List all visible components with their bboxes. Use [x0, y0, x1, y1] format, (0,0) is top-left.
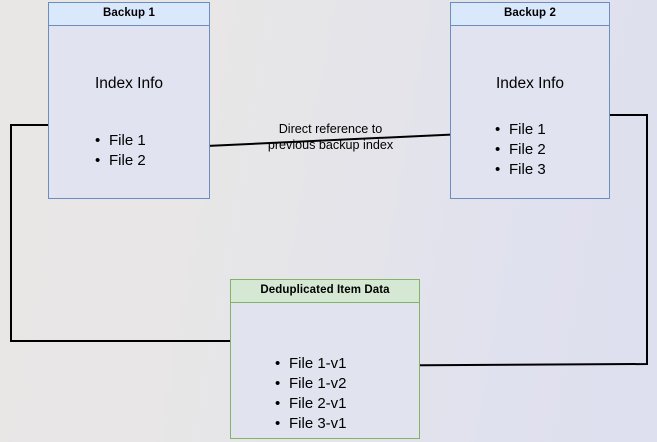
list-item-label: File 1-v1 — [289, 355, 347, 372]
list-item-label: File 2 — [109, 152, 146, 169]
list-item: • File 3 — [495, 160, 546, 180]
node-backup-2-header: Backup 2 — [451, 3, 609, 26]
list-item: • File 1 — [95, 131, 146, 151]
list-item-label: File 3-v1 — [289, 415, 347, 432]
bullet-icon: • — [95, 132, 101, 149]
backup-1-file-list: • File 1 • File 2 — [95, 131, 146, 171]
node-backup-2[interactable]: Backup 2 Index Info • File 1 • File 2 • Fil… — [450, 2, 610, 199]
bullet-icon: • — [495, 141, 501, 158]
list-item: • File 1-v1 — [275, 354, 347, 374]
node-deduplicated-item-data[interactable]: Deduplicated Item Data • File 1-v1 • File … — [230, 279, 420, 439]
list-item-label: File 2 — [509, 141, 546, 158]
list-item-label: File 1 — [109, 132, 146, 149]
node-backup-1-header: Backup 1 — [49, 3, 209, 26]
bullet-icon: • — [95, 152, 101, 169]
list-item-label: File 1 — [509, 121, 546, 138]
bullet-icon: • — [275, 375, 281, 392]
bullet-icon: • — [495, 161, 501, 178]
node-backup-1[interactable]: Backup 1 Index Info • File 1 • File 2 — [48, 2, 210, 199]
list-item: • File 2 — [95, 151, 146, 171]
list-item: • File 1 — [495, 120, 546, 140]
list-item: • File 2 — [495, 140, 546, 160]
backup-2-file-list: • File 1 • File 2 • File 3 — [495, 120, 546, 180]
edge-label-direct-reference: Direct reference to previous backup inde… — [267, 122, 394, 152]
backup-2-index-info-label: Index Info — [495, 75, 565, 92]
list-item: • File 2-v1 — [275, 394, 347, 414]
list-item: • File 1-v2 — [275, 374, 347, 394]
backup-1-index-info-label: Index Info — [94, 75, 164, 92]
bullet-icon: • — [275, 395, 281, 412]
bullet-icon: • — [495, 121, 501, 138]
list-item-label: File 3 — [509, 161, 546, 178]
node-backup-2-body: Index Info • File 1 • File 2 • File 3 — [451, 26, 609, 198]
list-item-label: File 1-v2 — [289, 375, 347, 392]
node-backup-1-body: Index Info • File 1 • File 2 — [49, 26, 209, 198]
dedup-file-list: • File 1-v1 • File 1-v2 • File 2-v1 • File 3… — [275, 354, 347, 434]
bullet-icon: • — [275, 415, 281, 432]
node-dedup-body: • File 1-v1 • File 1-v2 • File 2-v1 • File 3… — [231, 303, 419, 438]
bullet-icon: • — [275, 355, 281, 372]
node-dedup-header: Deduplicated Item Data — [231, 280, 419, 303]
list-item-label: File 2-v1 — [289, 395, 347, 412]
list-item: • File 3-v1 — [275, 414, 347, 434]
